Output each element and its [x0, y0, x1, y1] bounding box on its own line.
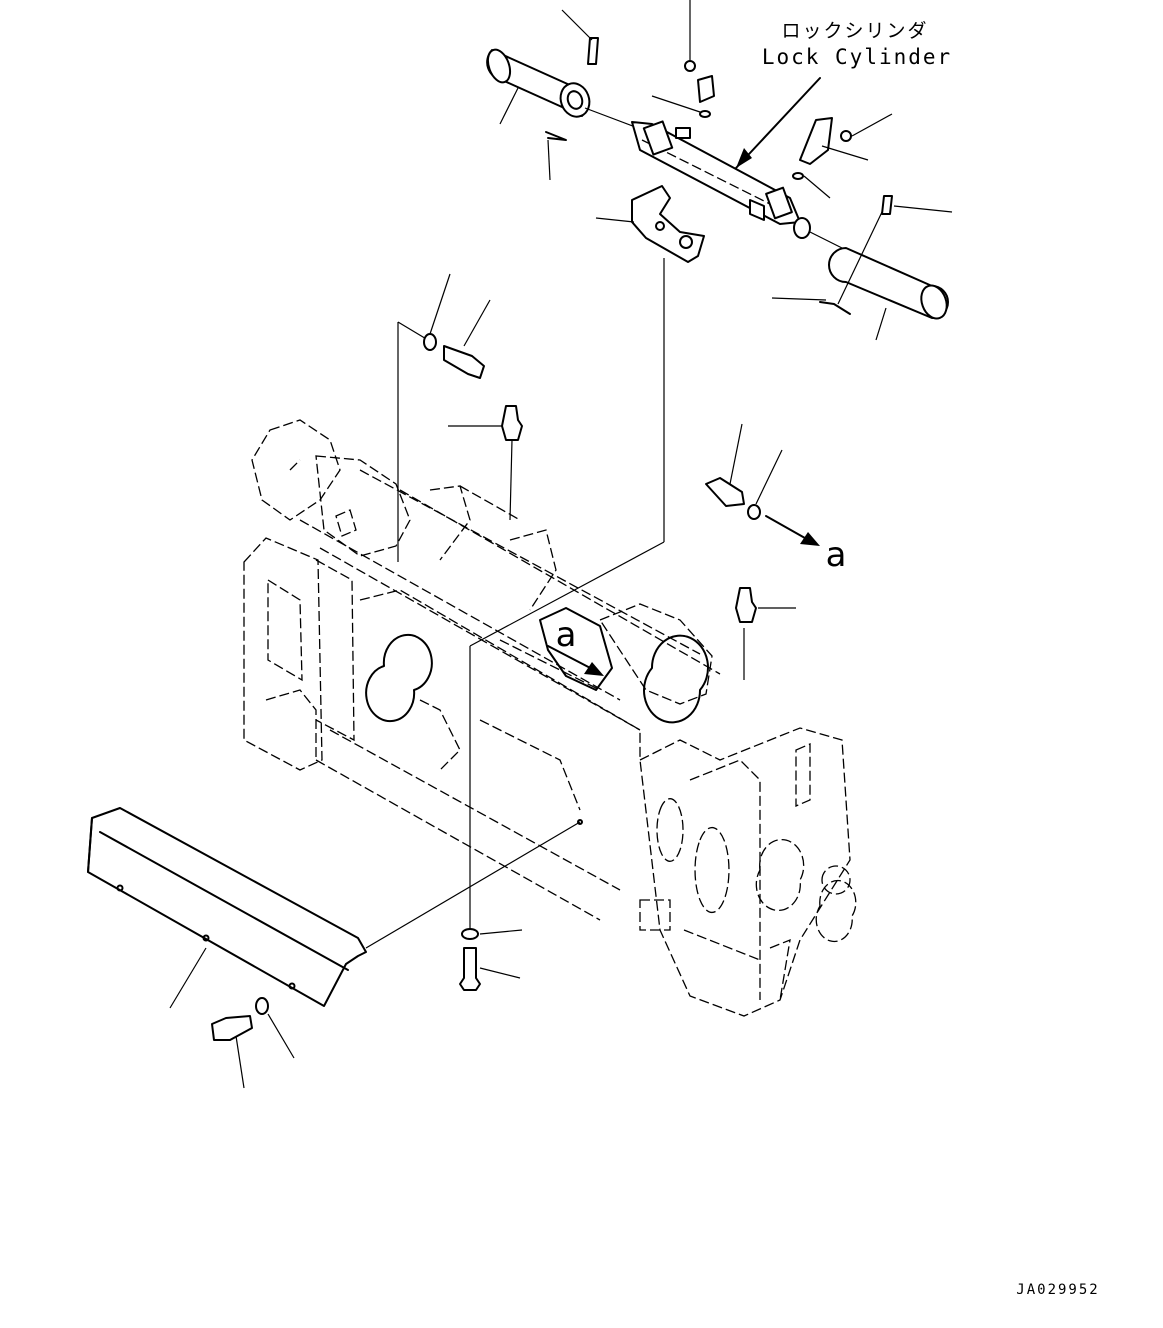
grease-fitting-right — [735, 587, 796, 623]
lock-cylinder-assembly — [486, 37, 949, 320]
lock-cylinder-label-jp: ロックシリンダ — [781, 20, 928, 42]
left-lock-pin — [486, 48, 591, 118]
view-a-callout-frame: a — [539, 607, 613, 691]
bolt-washer-lower — [459, 928, 523, 991]
bolt-washer-bottom-left — [211, 997, 295, 1089]
cylinder-bracket — [631, 185, 705, 263]
view-a-label-right: a — [826, 535, 847, 575]
cotter-clip-right — [819, 301, 851, 315]
view-a-label-frame: a — [556, 615, 577, 655]
o-ring-small — [699, 110, 711, 118]
elbow-fitting-right — [799, 117, 833, 165]
right-lock-pin — [828, 247, 949, 320]
o-ring-right-small — [792, 172, 804, 180]
view-a-callout-right: a — [765, 515, 847, 575]
spring-pin-right — [881, 195, 893, 215]
bolt-washer-right — [705, 423, 783, 520]
elbow-fitting-top — [697, 75, 715, 103]
bolt-washer-top-left — [423, 273, 491, 379]
lock-cylinder-label-en: Lock Cylinder — [762, 45, 952, 69]
cover-plate — [87, 807, 367, 1009]
o-ring-right — [840, 130, 852, 142]
spring-pin-left — [587, 37, 599, 65]
assembly-lines — [365, 258, 745, 949]
o-ring-top — [684, 60, 696, 72]
drawing-code: JA029952 — [1016, 1282, 1099, 1298]
cylinder-body — [584, 107, 847, 251]
grease-fitting-left — [448, 405, 523, 441]
cotter-clip-left — [545, 131, 567, 141]
coupler-frame — [243, 419, 857, 1017]
leader-lines-top — [499, 0, 953, 341]
